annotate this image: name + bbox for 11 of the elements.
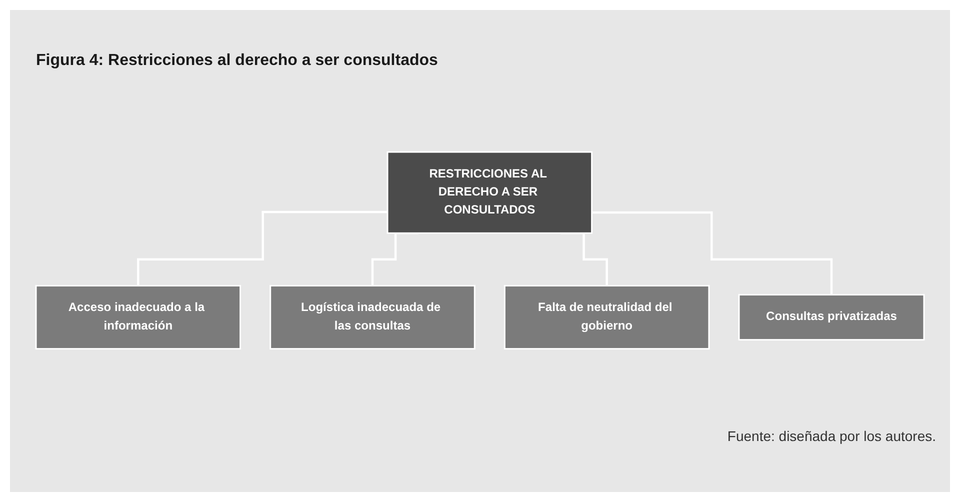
- node-box: Falta de neutralidad del gobierno: [504, 284, 710, 350]
- connector: [137, 210, 388, 286]
- connector: [371, 232, 419, 286]
- node-box: Logística inadecuada de las consultas: [270, 284, 476, 350]
- node-box: Consultas privatizadas: [738, 294, 925, 340]
- node-box: RESTRICCIONES AL DERECHO A SER CONSULTADOS: [386, 150, 593, 234]
- connector: [592, 211, 833, 296]
- node-box: Acceso inadecuado a la información: [35, 284, 242, 350]
- source-caption: Fuente: diseñada por los autores.: [727, 428, 936, 444]
- connector: [560, 232, 608, 286]
- figure-title: Figura 4: Restricciones al derecho a ser consultados: [36, 52, 438, 70]
